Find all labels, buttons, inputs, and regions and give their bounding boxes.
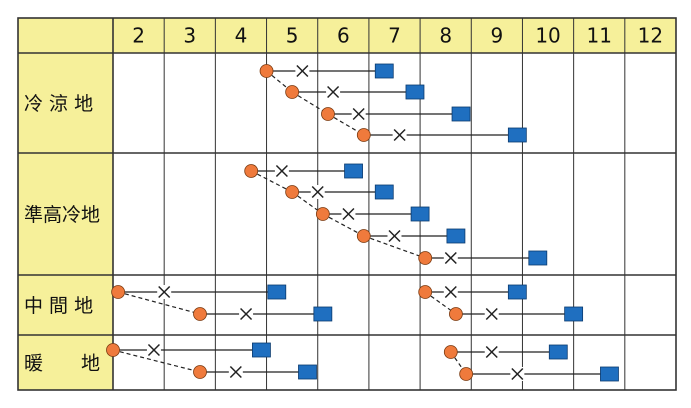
month-label: 3 <box>183 24 196 48</box>
harvest-square-icon <box>374 184 394 200</box>
sowing-shift-connector <box>291 91 329 115</box>
planting-cross-icon <box>342 207 355 221</box>
sowing-shift-connector <box>363 235 426 259</box>
month-label: 5 <box>286 24 299 48</box>
sowing-circle-icon <box>285 85 300 99</box>
region-label-column <box>18 53 113 390</box>
planting-cross-icon <box>444 251 457 265</box>
sowing-circle-icon <box>106 343 120 357</box>
month-label: 7 <box>388 24 401 48</box>
sowing-circle-icon <box>356 128 371 142</box>
sowing-circle-icon <box>449 307 463 321</box>
table-border <box>17 17 677 391</box>
sowing-circle-icon <box>418 251 433 265</box>
month-label: 9 <box>490 24 503 48</box>
planting-cross-icon <box>352 107 365 121</box>
month-label: 12 <box>638 24 663 48</box>
harvest-square-icon <box>446 228 466 244</box>
month-header-band <box>18 18 676 53</box>
harvest-square-icon <box>410 206 430 222</box>
planting-cross-icon <box>240 307 253 321</box>
planting-cross-icon <box>388 229 401 243</box>
sowing-shift-connector <box>322 213 365 237</box>
region-label: 準高冷地 <box>24 204 100 226</box>
region-label: 冷 涼 地 <box>24 93 93 115</box>
month-label: 10 <box>535 24 560 48</box>
sowing-circle-icon <box>443 345 458 359</box>
sowing-shift-connector <box>112 349 201 373</box>
harvest-square-icon <box>548 344 568 360</box>
month-label: 11 <box>587 24 612 48</box>
month-label: 4 <box>235 24 248 48</box>
sowing-circle-icon <box>285 185 300 199</box>
month-label: 2 <box>132 24 145 48</box>
planting-cross-icon <box>444 285 457 299</box>
harvest-square-icon <box>298 364 317 380</box>
harvest-square-icon <box>313 306 333 322</box>
harvest-square-icon <box>374 63 394 79</box>
planting-cross-icon <box>158 285 171 299</box>
sowing-circle-icon <box>193 307 207 321</box>
harvest-square-icon <box>344 163 363 179</box>
sowing-shift-connector <box>266 70 293 93</box>
planting-cross-icon <box>311 185 324 199</box>
sowing-circle-icon <box>356 229 371 243</box>
planting-cross-icon <box>296 64 309 78</box>
harvest-square-icon <box>451 106 471 122</box>
planting-cross-icon <box>229 365 242 379</box>
sowing-circle-icon <box>418 285 433 299</box>
month-label: 8 <box>439 24 452 48</box>
sowing-circle-icon <box>315 207 330 221</box>
planting-cross-icon <box>485 345 498 359</box>
planting-cross-icon <box>147 343 160 357</box>
harvest-square-icon <box>252 342 271 358</box>
region-label: 暖 地 <box>24 353 100 375</box>
month-label: 6 <box>337 24 350 48</box>
region-label: 中 間 地 <box>24 295 93 317</box>
sowing-circle-icon <box>111 285 126 299</box>
harvest-square-icon <box>600 366 619 382</box>
sowing-circle-icon <box>321 107 335 121</box>
harvest-square-icon <box>507 127 527 143</box>
planting-cross-icon <box>327 85 340 99</box>
sowing-circle-icon <box>193 365 207 379</box>
harvest-square-icon <box>267 284 287 300</box>
planting-cross-icon <box>511 367 524 381</box>
planting-cross-icon <box>393 128 406 142</box>
sowing-circle-icon <box>459 367 474 381</box>
planting-cross-icon <box>485 307 498 321</box>
sowing-shift-connector <box>250 170 293 193</box>
planting-cross-icon <box>275 164 288 178</box>
sowing-circle-icon <box>259 64 274 78</box>
harvest-square-icon <box>528 250 548 266</box>
sowing-shift-connector <box>117 291 201 315</box>
harvest-square-icon <box>405 84 425 100</box>
sowing-circle-icon <box>244 164 259 178</box>
harvest-square-icon <box>507 284 527 300</box>
harvest-square-icon <box>564 306 584 322</box>
